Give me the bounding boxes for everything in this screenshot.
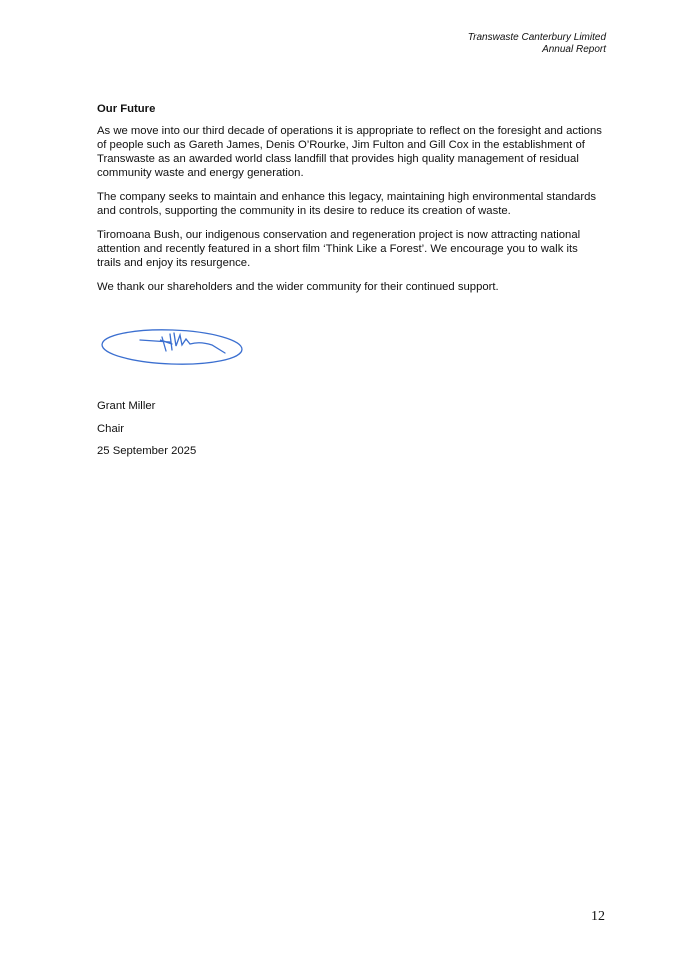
- signatory-block: Grant Miller Chair 25 September 2025: [97, 399, 196, 467]
- paragraph-1: As we move into our third decade of oper…: [97, 124, 617, 180]
- text-line: The company seeks to maintain and enhanc…: [97, 191, 597, 203]
- text-line: We thank our shareholders and the wider …: [97, 281, 499, 293]
- page-number: 12: [591, 909, 605, 924]
- text-line: community waste and energy generation.: [97, 167, 304, 179]
- paragraph-3: Tiromoana Bush, our indigenous conservat…: [97, 228, 617, 270]
- section-heading: Our Future: [97, 103, 156, 115]
- text-line: attention and recently featured in a sho…: [97, 243, 578, 255]
- text-line: of people such as Gareth James, Denis O’…: [97, 139, 585, 151]
- paragraph-2: The company seeks to maintain and enhanc…: [97, 190, 617, 218]
- text-line: Transwaste as an awarded world class lan…: [97, 153, 579, 165]
- text-line: As we move into our third decade of oper…: [97, 125, 602, 137]
- signatory-title: Chair: [97, 422, 124, 435]
- signature-date: 25 September 2025: [97, 445, 197, 457]
- text-line: and controls, supporting the community i…: [97, 205, 511, 217]
- header-report: Annual Report: [542, 44, 606, 55]
- signature-image: [100, 315, 250, 380]
- signatory-name: Grant Miller: [97, 400, 156, 412]
- our-future-section: Our Future As we move into our third dec…: [97, 102, 617, 304]
- header-company: Transwaste Canterbury Limited: [467, 32, 606, 43]
- text-line: Tiromoana Bush, our indigenous conservat…: [97, 229, 581, 241]
- text-line: trails and enjoy its resurgence.: [97, 257, 251, 269]
- running-header: Transwaste Canterbury Limited Annual Rep…: [468, 32, 606, 56]
- paragraph-4: We thank our shareholders and the wider …: [97, 280, 617, 294]
